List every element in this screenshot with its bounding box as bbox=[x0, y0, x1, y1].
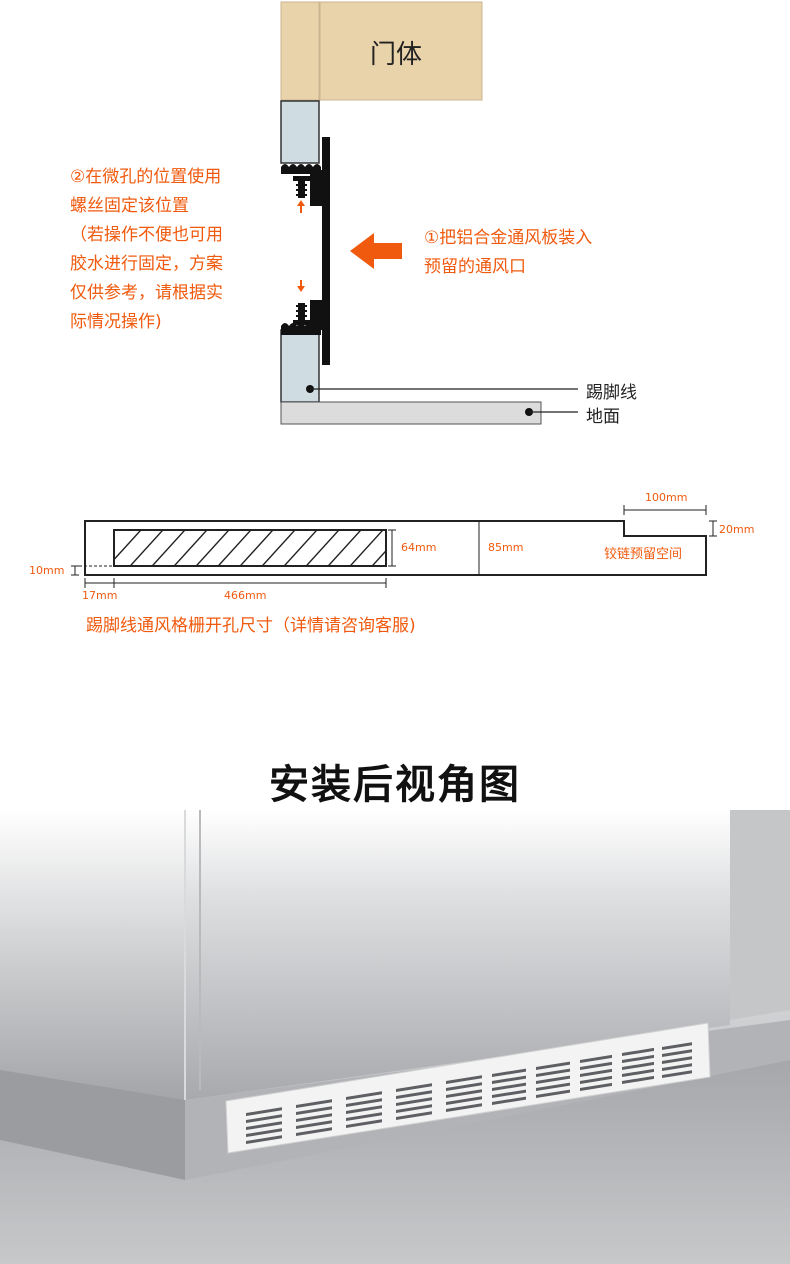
dim-20mm: 20mm bbox=[719, 523, 755, 536]
grille-slots bbox=[246, 1042, 692, 1144]
kickboard-upper bbox=[280, 100, 320, 164]
note-step1-line: 预留的通风口 bbox=[424, 257, 526, 277]
note-step1: ①把铝合金通风板装入 预留的通风口 bbox=[424, 224, 592, 282]
upper-clip bbox=[310, 170, 324, 206]
kickboard-side bbox=[0, 1070, 185, 1180]
vent-plate bbox=[322, 137, 330, 365]
dim-17mm: 17mm bbox=[82, 589, 118, 602]
side-view-drawing bbox=[280, 1, 578, 425]
cabinet-right bbox=[730, 810, 790, 1020]
dim-466mm: 466mm bbox=[224, 589, 267, 602]
dim-100mm: 100mm bbox=[645, 491, 688, 504]
note-step2-line: 仅供参考，请根据实 bbox=[70, 283, 223, 303]
door-panel-right bbox=[319, 1, 483, 101]
note-step2: ②在微孔的位置使用 螺丝固定该位置 （若操作不便也可用 胶水进行固定，方案 仅供… bbox=[70, 163, 223, 337]
vent-cutout bbox=[113, 529, 387, 567]
door-panel-left bbox=[280, 1, 320, 101]
door-label: 门体 bbox=[370, 40, 423, 70]
cabinet-front bbox=[185, 810, 730, 1100]
down-arrow-icon bbox=[297, 280, 305, 292]
kickboard-outline bbox=[84, 520, 707, 576]
dim-10mm: 10mm bbox=[29, 564, 65, 577]
lower-screw-icon bbox=[293, 303, 311, 325]
dim-64mm: 64mm bbox=[401, 541, 437, 554]
up-arrow-icon bbox=[297, 200, 305, 213]
kickboard-label: 踢脚线 bbox=[586, 383, 637, 403]
note-step2-line: 螺丝固定该位置 bbox=[70, 196, 189, 216]
installed-view-drawing bbox=[0, 810, 790, 1264]
lower-clip bbox=[310, 300, 324, 330]
cutout-drawing bbox=[71, 505, 717, 588]
install-side-diagram: 门体 ②在微孔的位置使用 螺丝固定该位置 （若操作不便也可用 胶水进行固定，方案… bbox=[0, 0, 790, 440]
cutout-caption: 踢脚线通风格栅开孔尺寸（详情请咨询客服) bbox=[86, 616, 416, 636]
cutout-dimension-diagram: 100mm 20mm 64mm 85mm 铰链预留空间 10mm 17mm 46… bbox=[0, 480, 790, 650]
note-step2-line: 际情况操作) bbox=[70, 312, 162, 332]
note-step2-line: ②在微孔的位置使用 bbox=[70, 167, 222, 187]
insert-arrow-icon bbox=[350, 233, 402, 269]
floor-strip bbox=[280, 401, 542, 425]
note-step2-line: （若操作不便也可用 bbox=[70, 225, 223, 245]
installed-view-illustration bbox=[0, 810, 790, 1264]
note-step1-line: ①把铝合金通风板装入 bbox=[424, 228, 593, 248]
section-title: 安装后视角图 bbox=[269, 762, 521, 808]
upper-screw-icon bbox=[293, 176, 311, 198]
floor-label: 地面 bbox=[586, 407, 620, 427]
floor bbox=[0, 1060, 790, 1264]
hinge-space-label: 铰链预留空间 bbox=[604, 547, 683, 562]
dim-85mm: 85mm bbox=[488, 541, 524, 554]
note-step2-line: 胶水进行固定，方案 bbox=[70, 254, 223, 274]
